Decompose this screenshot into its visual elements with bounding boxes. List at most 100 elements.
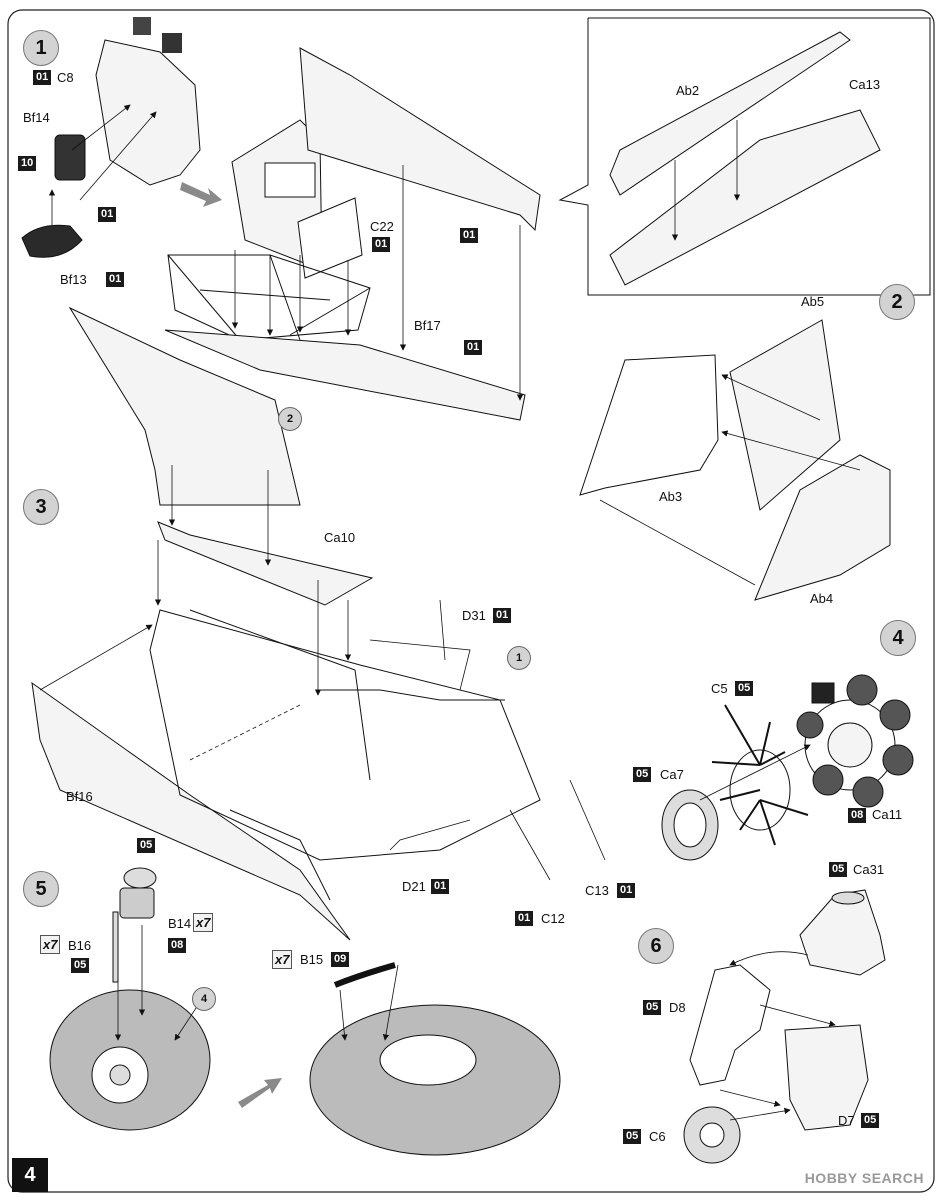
code-c8: 01 xyxy=(33,70,52,85)
code-ca7: 05 xyxy=(633,767,652,782)
code-upper: 01 xyxy=(460,228,479,243)
step5-parts xyxy=(49,867,561,1156)
part-ca13 xyxy=(609,109,881,286)
label-ca10: Ca10 xyxy=(324,530,356,545)
step6-arrows xyxy=(719,951,836,1121)
code-bf14: 10 xyxy=(18,156,37,171)
part-bf17 xyxy=(164,329,526,421)
part-b15 xyxy=(333,962,396,988)
ref-step1: 1 xyxy=(507,646,531,670)
code-d21: 01 xyxy=(431,879,450,894)
mult-b14: x7 xyxy=(193,913,214,932)
code-bf13: 01 xyxy=(106,272,125,287)
step3-parts xyxy=(31,521,541,941)
code-b15: 09 xyxy=(331,952,350,967)
code-b16: 05 xyxy=(71,958,90,973)
flow-arrow-1 xyxy=(180,182,222,207)
step-5-badge: 5 xyxy=(23,871,59,907)
part-bf16 xyxy=(31,681,351,941)
part-frame xyxy=(167,254,371,341)
step2-parts xyxy=(579,319,891,601)
mult-b15: x7 xyxy=(272,950,293,969)
label-c6: C6 xyxy=(649,1129,666,1144)
step2-arrows xyxy=(599,374,861,586)
label-ca7: Ca7 xyxy=(660,767,684,782)
step-2-badge: 2 xyxy=(879,284,915,320)
code-c6: 05 xyxy=(623,1129,642,1144)
ref-step4: 4 xyxy=(192,987,216,1011)
part-bf13 xyxy=(21,224,83,258)
flow-arrow-5 xyxy=(238,1078,282,1108)
part-b14 xyxy=(123,867,157,889)
label-ca31: Ca31 xyxy=(853,862,885,877)
code-ca11: 08 xyxy=(848,808,867,823)
code-c8-2: 01 xyxy=(98,207,117,222)
code-d31: 01 xyxy=(493,608,512,623)
step4-parts xyxy=(661,674,914,861)
part-c22 xyxy=(297,197,363,279)
label-b14: B14 xyxy=(168,916,192,931)
label-b15: B15 xyxy=(300,952,324,967)
code-b14-top: 05 xyxy=(137,838,156,853)
part-ab3 xyxy=(579,354,719,496)
label-ab3: Ab3 xyxy=(659,489,683,504)
label-c13: C13 xyxy=(585,883,609,898)
step-6-badge: 6 xyxy=(638,928,674,964)
step-1-badge: 1 xyxy=(23,30,59,66)
code-b14: 08 xyxy=(168,938,187,953)
code-c13: 01 xyxy=(617,883,636,898)
label-c12: C12 xyxy=(541,911,565,926)
code-d8: 05 xyxy=(643,1000,662,1015)
label-bf13: Bf13 xyxy=(60,272,87,287)
label-bf14: Bf14 xyxy=(23,110,50,125)
label-c22: C22 xyxy=(370,219,394,234)
label-ab4: Ab4 xyxy=(810,591,834,606)
label-d8: D8 xyxy=(669,1000,686,1015)
inset-box xyxy=(558,17,931,296)
part-c5 xyxy=(729,749,791,831)
label-ab5: Ab5 xyxy=(801,294,825,309)
part-side-panel xyxy=(68,306,301,506)
part-d7 xyxy=(784,1024,869,1131)
step4-spokes xyxy=(711,704,809,846)
step6-parts xyxy=(683,889,886,1164)
watermark: HOBBY SEARCH xyxy=(804,1170,924,1186)
part-ab5 xyxy=(729,319,841,511)
code-bf17: 01 xyxy=(464,340,483,355)
label-d31: D31 xyxy=(462,608,486,623)
code-c12: 01 xyxy=(515,911,534,926)
code-d7: 05 xyxy=(861,1113,880,1128)
step-3-badge: 3 xyxy=(23,489,59,525)
label-bf17: Bf17 xyxy=(414,318,441,333)
step1-parts xyxy=(21,39,541,506)
part-upper-fuselage xyxy=(299,47,541,232)
mult-b16: x7 xyxy=(40,935,61,954)
label-ab2: Ab2 xyxy=(676,83,700,98)
label-d7: D7 xyxy=(838,1113,855,1128)
code-c22: 01 xyxy=(372,237,391,252)
label-c5: C5 xyxy=(711,681,728,696)
label-ca11: Ca11 xyxy=(872,807,903,822)
part-ab4 xyxy=(754,454,891,601)
step-4-badge: 4 xyxy=(880,620,916,656)
code-c5: 05 xyxy=(735,681,754,696)
part-c8 xyxy=(95,39,201,186)
step4-arrow xyxy=(699,744,811,801)
label-ca13: Ca13 xyxy=(849,77,881,92)
part-bf14 xyxy=(54,134,86,181)
ref-step2: 2 xyxy=(278,407,302,431)
label-bf16: Bf16 xyxy=(66,789,93,804)
step5-arrows xyxy=(114,925,399,1041)
label-d21: D21 xyxy=(402,879,426,894)
step3-arrows xyxy=(39,465,606,881)
paint-icon xyxy=(162,33,182,53)
decal-icon xyxy=(133,17,151,35)
page-number: 4 xyxy=(12,1158,48,1192)
label-b16: B16 xyxy=(68,938,92,953)
part-ab2 xyxy=(609,31,851,196)
part-fuselage-frame xyxy=(149,609,541,861)
part-b16 xyxy=(112,911,119,983)
code-ca31: 05 xyxy=(829,862,848,877)
label-c8: C8 xyxy=(57,70,74,85)
